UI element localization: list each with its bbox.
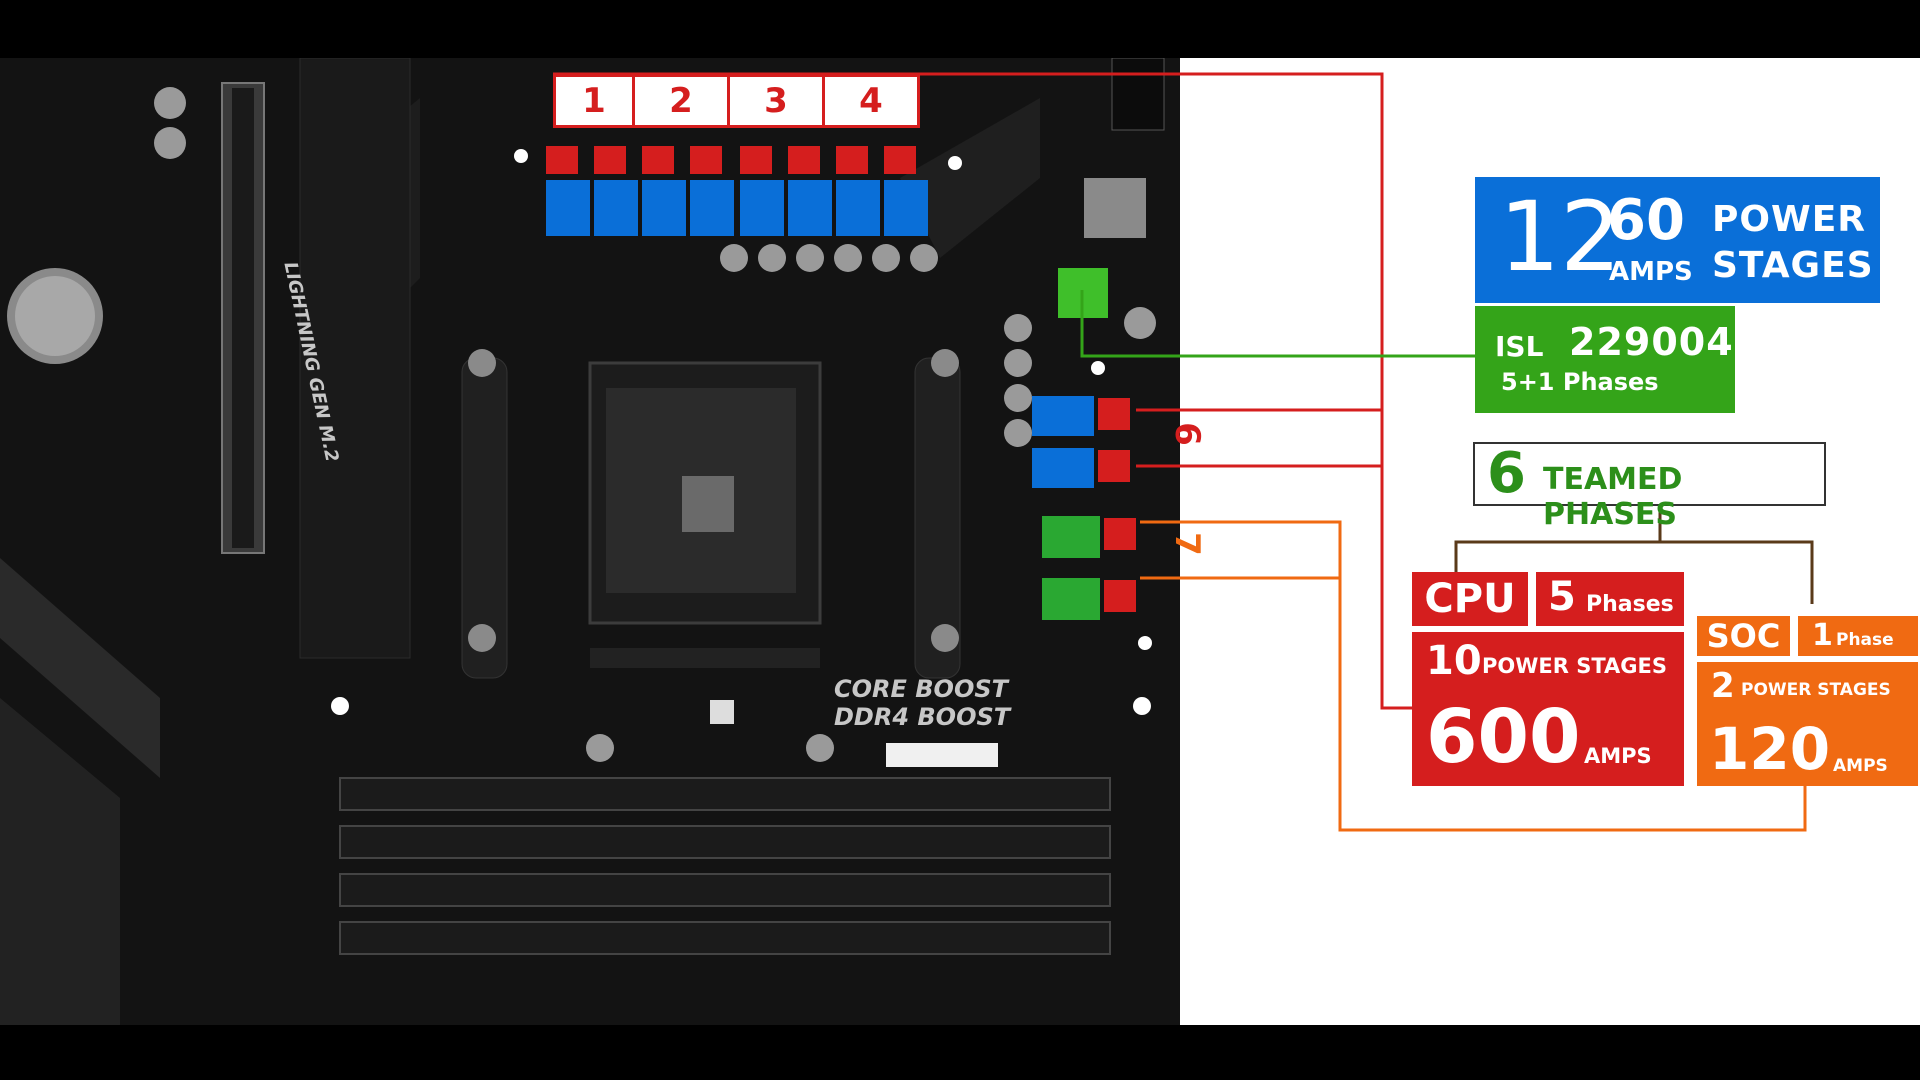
motherboard-drawing bbox=[0, 58, 1180, 1025]
controller-box: ISL 229004 5+1 Phases bbox=[1475, 306, 1735, 413]
soc-amps-value: 120 bbox=[1709, 715, 1831, 783]
power-stage-count: 12 bbox=[1499, 181, 1622, 293]
phase-label-2: 2 bbox=[632, 74, 730, 128]
power-stage-amps-unit: AMPS bbox=[1609, 257, 1693, 287]
cpu-phase-count: 5 bbox=[1548, 574, 1576, 620]
controller-model: 229004 bbox=[1569, 320, 1734, 364]
power-stage-amps: 60 bbox=[1607, 188, 1685, 253]
phase-label-6: 6 bbox=[1166, 422, 1207, 446]
soc-label-box: SOC bbox=[1697, 616, 1790, 656]
bottom-letterbox bbox=[0, 1025, 1920, 1080]
soc-phase-label: Phase bbox=[1836, 630, 1894, 650]
soc-stage-count: 2 bbox=[1711, 666, 1735, 706]
controller-phases: 5+1 Phases bbox=[1501, 368, 1659, 396]
cpu-phases-box: 5 Phases bbox=[1536, 572, 1684, 626]
cpu-stages-box: 10 POWER STAGES 600 AMPS bbox=[1412, 632, 1684, 786]
ddr4-boost-logo: DDR4 BOOST bbox=[834, 703, 1011, 731]
power-stage-label-line1: POWER bbox=[1712, 199, 1867, 240]
power-stage-label: POWER STAGES bbox=[1712, 197, 1874, 289]
motherboard-photo bbox=[0, 58, 1180, 1025]
cpu-phase-label: Phases bbox=[1586, 592, 1674, 617]
cpu-stage-count: 10 bbox=[1426, 638, 1482, 684]
soc-phase-count: 1 bbox=[1812, 618, 1833, 653]
soc-stage-label: POWER STAGES bbox=[1741, 680, 1891, 700]
teamed-phases-box: 6 TEAMED PHASES bbox=[1473, 441, 1826, 532]
cpu-amps-label: AMPS bbox=[1584, 744, 1652, 768]
phase-label-1: 1 bbox=[553, 74, 635, 128]
phase-label-4: 4 bbox=[822, 74, 920, 128]
controller-manufacturer: ISL bbox=[1495, 330, 1544, 363]
phase-label-3: 3 bbox=[727, 74, 825, 128]
phase-label-7: 7 bbox=[1166, 532, 1207, 556]
cpu-amps-value: 600 bbox=[1426, 694, 1581, 780]
teamed-label: TEAMED PHASES bbox=[1543, 462, 1683, 532]
core-boost-logo: CORE BOOST bbox=[834, 675, 1008, 703]
cpu-stage-label: POWER STAGES bbox=[1482, 654, 1668, 678]
cpu-label-box: CPU bbox=[1412, 572, 1528, 626]
power-stage-label-line2: STAGES bbox=[1712, 245, 1874, 286]
soc-stages-box: 2 POWER STAGES 120 AMPS bbox=[1697, 662, 1918, 786]
soc-amps-label: AMPS bbox=[1833, 756, 1888, 776]
teamed-count: 6 bbox=[1487, 441, 1526, 506]
top-letterbox bbox=[0, 0, 1920, 58]
soc-phases-box: 1 Phase bbox=[1798, 616, 1918, 656]
power-stages-box: 12 60 AMPS POWER STAGES bbox=[1475, 177, 1880, 303]
